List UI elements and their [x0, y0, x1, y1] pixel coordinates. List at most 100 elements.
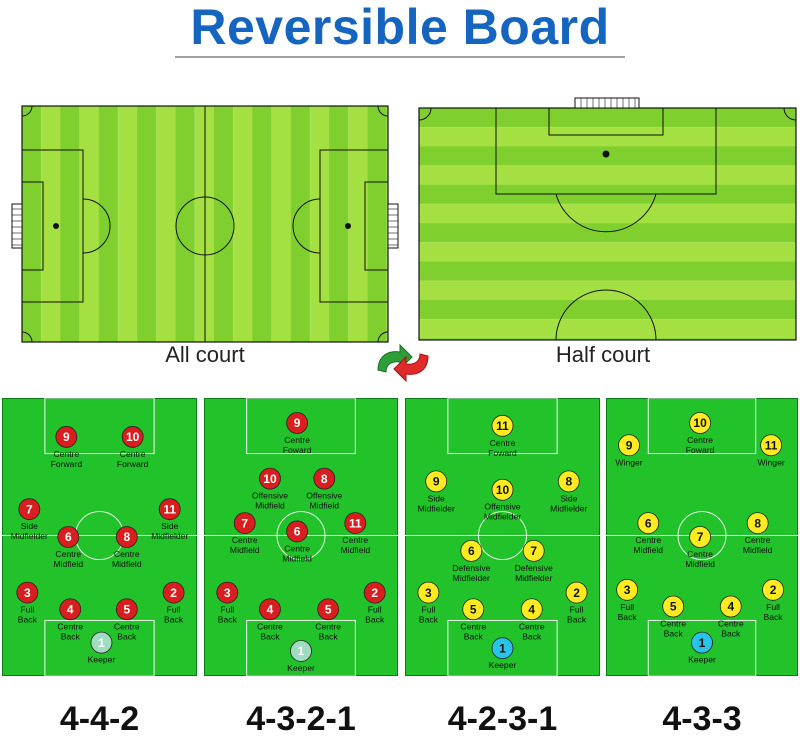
- player-token: [286, 520, 309, 543]
- player-token: [746, 512, 769, 534]
- player-token: [565, 581, 588, 604]
- player-role-label: Offensive: [484, 502, 520, 512]
- player-role-label: Full: [220, 605, 234, 615]
- player-number: 7: [697, 530, 704, 544]
- player-role-label: Midfield: [230, 545, 260, 555]
- player-token: [520, 598, 543, 621]
- player-role-label: Defensive: [452, 563, 490, 573]
- player-role-label: Back: [618, 612, 638, 622]
- player-role-label: Centre: [460, 621, 486, 631]
- player-token: [344, 512, 367, 534]
- player-token: [286, 412, 309, 434]
- player-role-label: Centre: [57, 621, 83, 631]
- player-role-label: Centre: [745, 535, 771, 545]
- player-token: [417, 581, 440, 604]
- player-role-label: Midfield: [685, 559, 715, 569]
- half-court-caption: Half court: [555, 342, 651, 367]
- player-number: 3: [624, 583, 631, 597]
- player-number: 3: [224, 586, 231, 600]
- player-role-label: Midfielder: [484, 512, 521, 522]
- reverse-arrows-icon: [377, 343, 429, 383]
- player-role-label: Centre: [284, 543, 310, 553]
- player-number: 8: [565, 475, 572, 489]
- half-court: [418, 97, 797, 341]
- player-role-label: Centre: [687, 435, 713, 445]
- player-role-label: Back: [664, 629, 684, 639]
- player-role-label: Centre: [120, 449, 146, 459]
- player-number: 2: [573, 586, 580, 600]
- player-number: 3: [425, 586, 432, 600]
- player-role-label: Keeper: [88, 655, 116, 665]
- player-number: 2: [371, 586, 378, 600]
- player-token: [55, 426, 78, 448]
- player-token: [662, 595, 685, 618]
- player-token: [689, 412, 711, 434]
- player-role-label: Centre: [718, 619, 744, 629]
- player-token: [557, 470, 580, 493]
- formation-board-4-4-2: 9CentreForward10CentreForward7SideMidfie…: [2, 398, 197, 676]
- player-token: [637, 512, 660, 534]
- player-number: 6: [468, 544, 475, 558]
- all-court-caption: All court: [165, 342, 245, 367]
- player-token: [760, 434, 783, 457]
- player-role-label: Centre: [342, 535, 368, 545]
- player-role-label: Midfield: [743, 545, 773, 555]
- player-number: 10: [126, 430, 140, 444]
- player-role-label: Keeper: [688, 655, 716, 665]
- player-role-label: Midfield: [282, 553, 312, 563]
- player-role-label: Centre: [315, 621, 341, 631]
- player-role-label: Back: [117, 631, 137, 641]
- formation-label-4-3-3: 4-3-3: [662, 700, 742, 738]
- player-number: 8: [754, 516, 761, 530]
- player-number: 2: [170, 586, 177, 600]
- page-title: Reversible Board: [190, 0, 610, 55]
- player-token: [462, 598, 485, 621]
- player-number: 2: [770, 583, 777, 597]
- player-number: 5: [470, 602, 477, 616]
